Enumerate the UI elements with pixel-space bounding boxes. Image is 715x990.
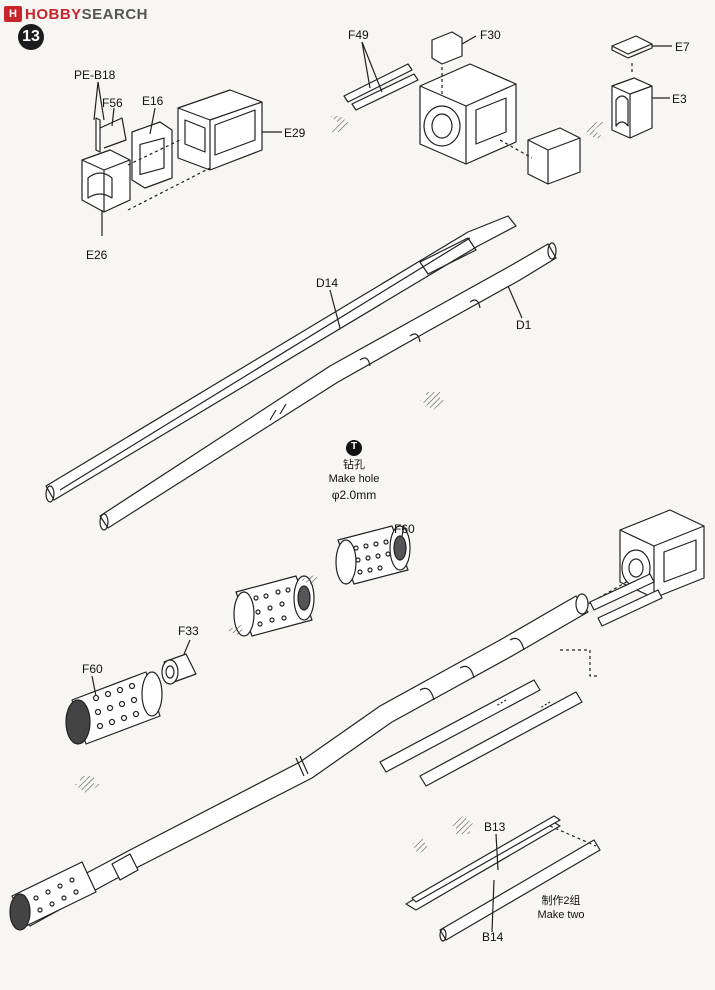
make-two-chinese: 制作2组 [541,895,581,907]
label-e7: E7 [675,40,690,54]
b13-b14-rails [405,815,601,942]
hobbysearch-watermark: H HOBBYSEARCH [4,4,148,24]
drill-note-chinese: 钻孔 [343,459,365,471]
muzzle-brake-f60-middle [233,575,315,637]
label-pe-b18: PE-B18 [74,68,116,82]
muzzle-brake-f60-drilled [335,525,411,585]
e3-e7-parts [611,35,672,139]
label-f30: F30 [480,28,501,42]
label-e3: E3 [672,92,687,106]
label-f60-left: F60 [82,662,103,676]
assembly-arrow-diagonal-1 [226,574,318,636]
step-number-badge: 13 [18,24,44,50]
assembly-arrow-right [330,116,350,132]
breech-housing-assembly [343,31,581,185]
make-two-english: Make two [537,909,585,921]
watermark-brand: HOBBY [25,5,82,23]
assembly-arrow-down-left [74,776,100,794]
label-f60-top: F60 [394,522,415,536]
label-b13: B13 [484,820,506,834]
breech-housing-right [587,509,705,605]
label-b14: B14 [482,930,504,944]
assembly-arrow-down [420,392,446,410]
label-d1: D1 [516,318,532,332]
assembly-arrow-left [584,122,604,138]
drill-hole-icon [346,440,362,456]
drill-icon-letter: T [350,441,358,452]
label-f49: F49 [348,28,369,42]
drill-note-size: φ2.0mm [331,488,377,502]
assembly-arrows-lower [412,816,476,854]
label-d14: D14 [316,276,339,290]
label-e29: E29 [284,126,306,140]
hobbysearch-logo-icon: H [4,6,22,22]
recoil-rods [379,573,663,787]
label-e16: E16 [142,94,164,108]
label-e26: E26 [86,248,108,262]
barrel-halves [45,215,557,531]
watermark-suffix: SEARCH [81,5,149,23]
f33-collar [161,639,197,685]
drill-note-english: Make hole [328,473,380,485]
assembled-barrel [9,593,589,931]
muzzle-brake-f60-left [65,671,163,745]
mantlet-assembly-left [81,81,282,236]
label-f56: F56 [102,96,123,110]
label-f33: F33 [178,624,199,638]
